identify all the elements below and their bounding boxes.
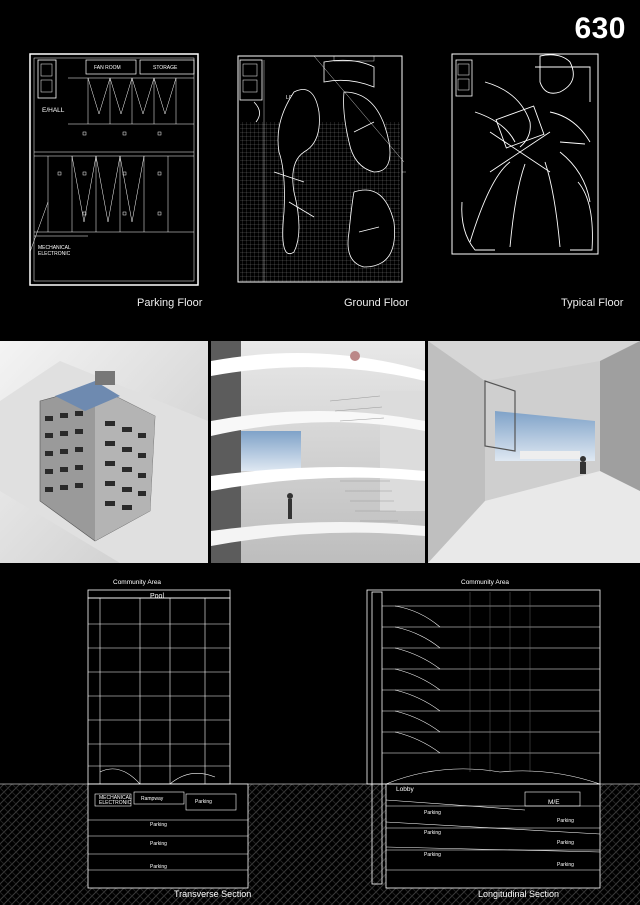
sections-area: Community Area Pool MECHA — [0, 572, 640, 905]
transverse-parking-label-1: Parking — [195, 799, 212, 805]
longitudinal-section-drawing: Community Area — [366, 579, 601, 889]
longitudinal-parking-label-5: Parking — [424, 852, 441, 858]
ground-floor-plan: LOBBY — [234, 52, 406, 292]
fan-room-label: FAN ROOM — [94, 65, 121, 71]
transverse-parking-label-4: Parking — [150, 864, 167, 870]
transverse-electronic-label: ELECTRONIC — [99, 800, 132, 806]
electronic-label: ELECTRONIC — [38, 251, 71, 257]
parking-floor-plan: FAN ROOM STORAGE E/HALL — [28, 52, 200, 287]
longitudinal-parking-label-2: Parking — [557, 818, 574, 824]
me-label: M/E — [548, 799, 560, 806]
longitudinal-parking-label-1: Parking — [424, 810, 441, 816]
typical-floor-plan — [450, 52, 600, 257]
transverse-community-label: Community Area — [113, 579, 161, 586]
interior-window-rendering — [428, 341, 640, 563]
transverse-parking-label-2: Parking — [150, 822, 167, 828]
transverse-section-drawing: Community Area Pool MECHA — [87, 579, 249, 889]
pool-label: Pool — [150, 593, 164, 600]
lobby-section-label: Lobby — [396, 786, 414, 793]
exterior-rendering — [0, 341, 208, 563]
transverse-parking-label-3: Parking — [150, 841, 167, 847]
sheet-number: 630 — [574, 12, 626, 45]
renderings-strip — [0, 341, 640, 563]
ground-floor-caption: Ground Floor — [344, 297, 409, 309]
transverse-mechanical-label: MECHANICAL — [99, 795, 132, 801]
longitudinal-parking-label-4: Parking — [557, 840, 574, 846]
longitudinal-section-caption: Longitudinal Section — [478, 889, 559, 899]
longitudinal-parking-label-6: Parking — [557, 862, 574, 868]
storage-label: STORAGE — [153, 65, 178, 71]
longitudinal-community-label: Community Area — [461, 579, 509, 586]
transverse-section-caption: Transverse Section — [174, 889, 251, 899]
parking-floor-caption: Parking Floor — [137, 297, 203, 309]
mechanical-label: MECHANICAL — [38, 245, 71, 251]
typical-floor-caption: Typical Floor — [561, 297, 624, 309]
rampway-label: Rampway — [141, 796, 164, 802]
longitudinal-parking-label-3: Parking — [424, 830, 441, 836]
ehall-label: E/HALL — [42, 107, 65, 114]
interior-stair-rendering — [211, 341, 425, 563]
